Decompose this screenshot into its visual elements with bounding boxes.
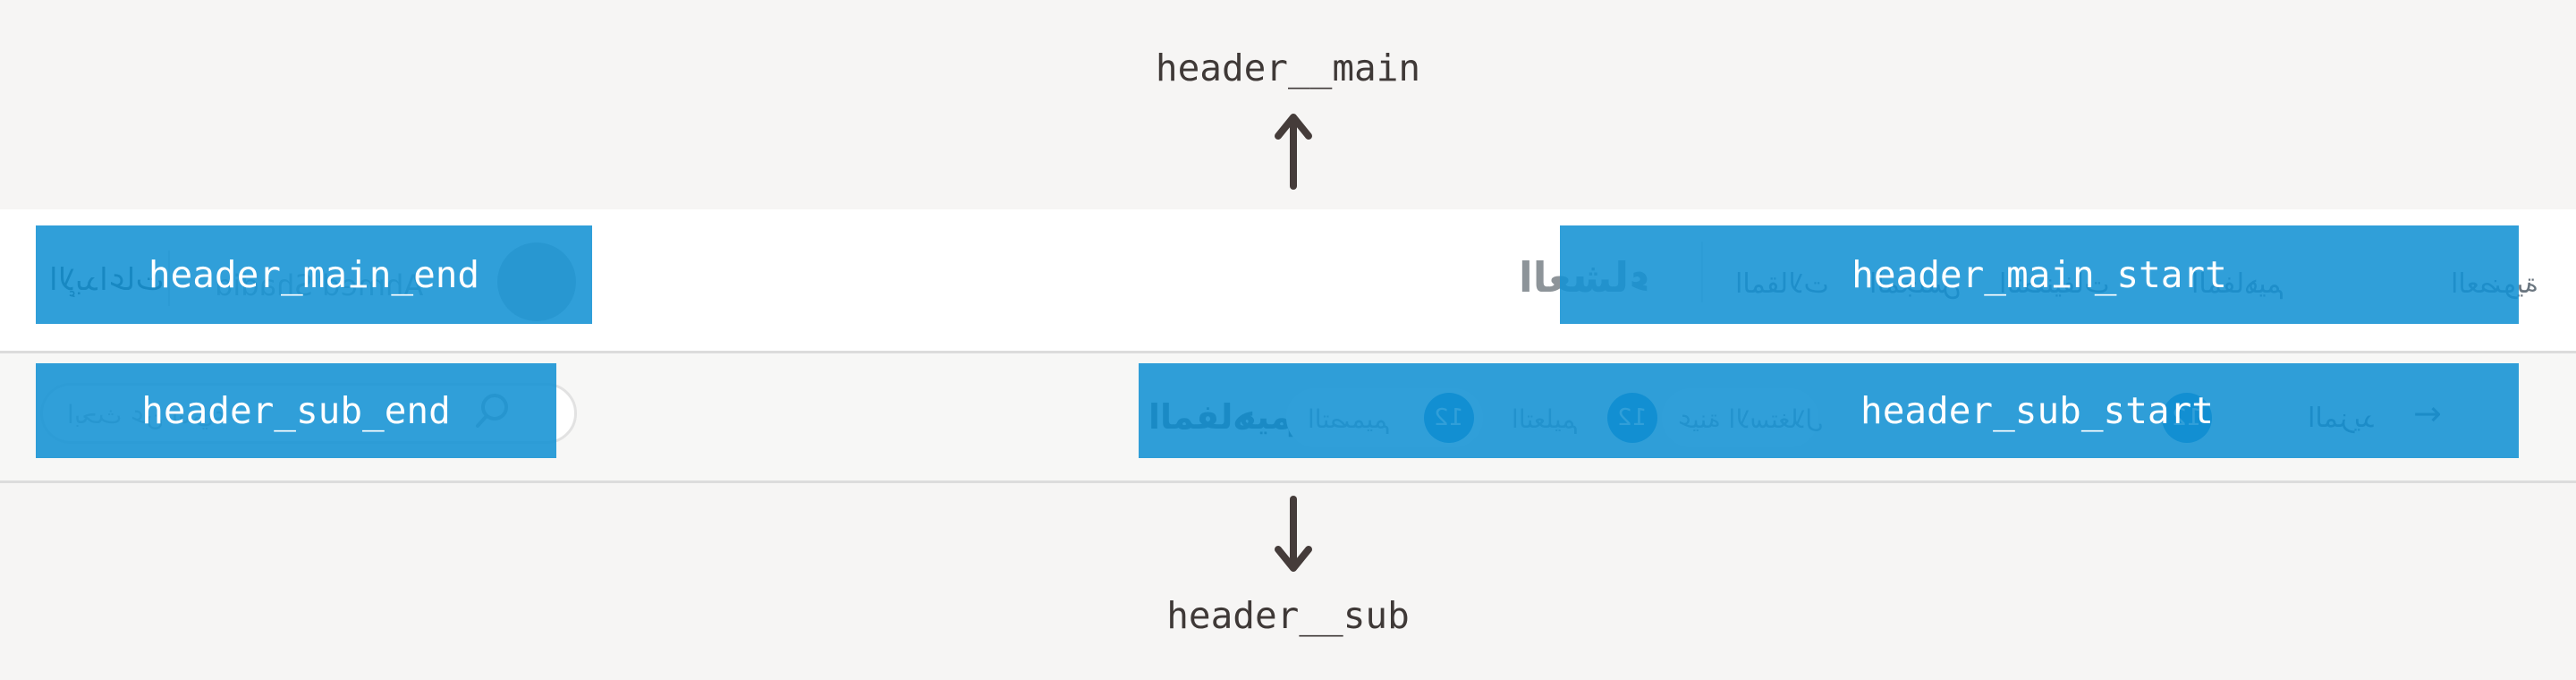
arrow-up-icon: [1275, 114, 1312, 190]
bottom-spacer-band: [0, 483, 2576, 680]
top-spacer-band: [0, 0, 2576, 209]
overlay-header-main-end: header_main_end: [36, 225, 592, 324]
overlay-label: header_sub_start: [1860, 389, 2214, 432]
overlay-header-main-start: header_main_start: [1560, 225, 2519, 324]
overlay-label: header_main_start: [1852, 253, 2227, 296]
overlay-label: header_main_end: [148, 253, 480, 296]
sub-band-top-border: [0, 351, 2576, 353]
overlay-label: header_sub_end: [141, 389, 451, 432]
arrow-down-icon: [1275, 496, 1312, 572]
header-main-annotation: header__main: [1155, 47, 1421, 89]
sub-band-bottom-border: [0, 480, 2576, 483]
overlay-header-sub-start: header_sub_start: [1139, 363, 2519, 458]
overlay-header-sub-end: header_sub_end: [36, 363, 556, 458]
header-sub-annotation: header__sub: [1166, 594, 1410, 637]
